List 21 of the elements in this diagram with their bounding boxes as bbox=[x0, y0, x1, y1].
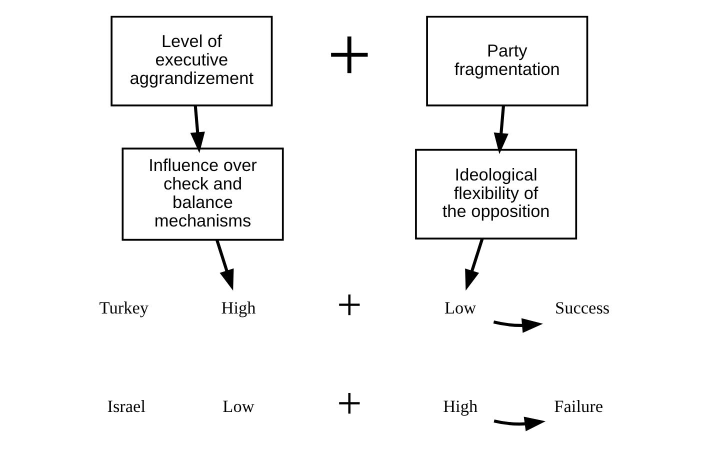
label: Israel bbox=[106, 396, 146, 416]
node-box: Ideological flexibility of the opposition bbox=[414, 148, 577, 240]
node-text: High bbox=[442, 396, 478, 416]
node-text: Low bbox=[444, 298, 476, 318]
label: Turkey bbox=[98, 298, 148, 318]
arrow bbox=[493, 105, 508, 154]
arrow bbox=[464, 238, 484, 291]
label: + bbox=[336, 280, 362, 330]
node-box: Level of executive aggrandizement bbox=[110, 16, 272, 106]
node-text: Low bbox=[222, 396, 254, 416]
arrow bbox=[215, 240, 234, 291]
label: + bbox=[336, 378, 362, 428]
node-text: High bbox=[220, 298, 256, 318]
node-box: Influence over check and balance mechanisms bbox=[121, 148, 284, 241]
node-text: Success bbox=[554, 298, 610, 318]
node-box: Party fragmentation bbox=[426, 16, 588, 106]
node-text: Failure bbox=[554, 396, 603, 416]
arrow bbox=[190, 105, 204, 154]
arrow bbox=[492, 318, 542, 333]
label: + bbox=[326, 12, 372, 100]
arrow bbox=[493, 416, 546, 432]
